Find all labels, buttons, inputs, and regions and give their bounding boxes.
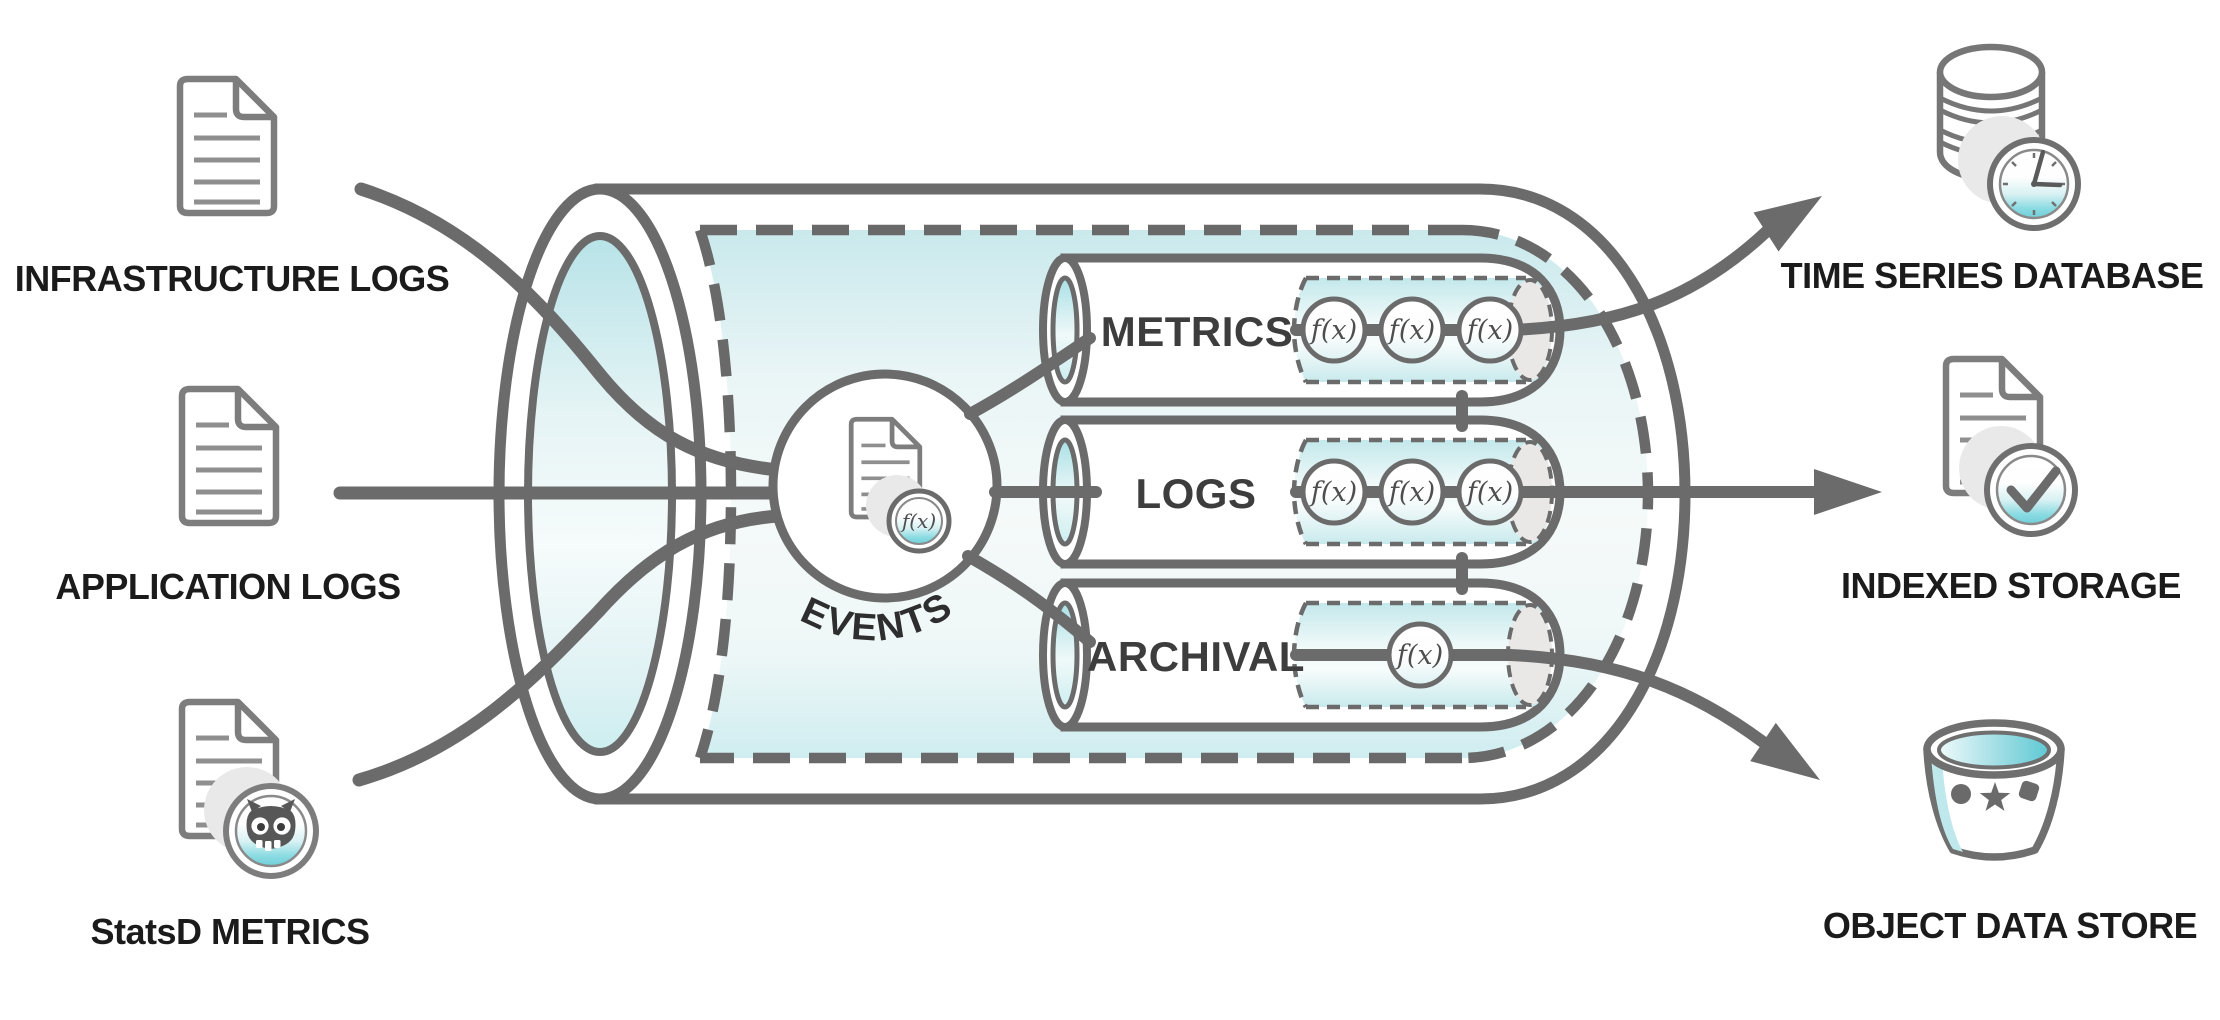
source-label-statsd-metrics: StatsD METRICS: [90, 911, 369, 952]
transform-circles: f(x) f(x) f(x) f(x) f(x) f(x) f(x): [1300, 296, 1524, 689]
fx-symbol: f(x): [1309, 477, 1357, 508]
archival-output-line: [1290, 649, 1769, 748]
source-application-logs: APPLICATION LOGS: [55, 389, 401, 607]
events-fx-symbol: f(x): [900, 509, 936, 533]
metrics-transform-2: f(x): [1378, 296, 1446, 364]
checkmark-icon: [1984, 443, 2078, 537]
logs-transform-1: f(x): [1300, 458, 1368, 526]
routing-lines: [962, 226, 1820, 748]
events-to-metrics-line: [964, 332, 1096, 420]
archival-transform-1: f(x): [1386, 621, 1454, 689]
fx-symbol: f(x): [1387, 315, 1435, 346]
metrics-pipe-label: METRICS: [1101, 308, 1294, 355]
statsd-owl-icon: [223, 783, 319, 879]
source-statsd-metrics: StatsD METRICS: [90, 702, 370, 952]
sink-time-series-database: TIME SERIES DATABASE: [1781, 43, 2204, 296]
fx-symbol: f(x): [1309, 315, 1357, 346]
logs-transform-3: f(x): [1456, 458, 1524, 526]
metrics-output-line: [1290, 226, 1772, 336]
stream-pipe-archival: ARCHIVAL: [1039, 578, 1565, 732]
source-infrastructure-logs: INFRASTRUCTURE LOGS: [15, 79, 450, 299]
sink-object-data-store: OBJECT DATA STORE: [1823, 719, 2198, 946]
logs-pipe-label: LOGS: [1135, 470, 1256, 517]
input-line-statsd: [352, 509, 785, 787]
input-lines: [333, 182, 792, 787]
sink-label-indexed-storage: INDEXED STORAGE: [1841, 565, 2181, 606]
events-fx-badge: f(x): [886, 488, 952, 554]
archival-pipe-label: ARCHIVAL: [1087, 633, 1305, 680]
events-node: f(x) EVENTS: [768, 369, 1002, 650]
logs-arrowhead-icon: [1814, 469, 1882, 515]
sink-indexed-storage: INDEXED STORAGE: [1841, 359, 2181, 606]
clock-icon: [1987, 137, 2081, 231]
fx-symbol: f(x): [1465, 477, 1513, 508]
archival-arrowhead-icon: [1750, 722, 1820, 780]
document-icon: [180, 79, 274, 213]
source-label-infrastructure-logs: INFRASTRUCTURE LOGS: [15, 258, 450, 299]
bucket-icon: [1923, 719, 2065, 861]
logs-transform-2: f(x): [1378, 458, 1446, 526]
events-to-archival-line: [962, 550, 1096, 648]
fx-symbol: f(x): [1387, 477, 1435, 508]
source-label-application-logs: APPLICATION LOGS: [55, 566, 400, 607]
sink-label-time-series-database: TIME SERIES DATABASE: [1781, 255, 2204, 296]
document-icon: [182, 389, 276, 523]
metrics-transform-1: f(x): [1300, 296, 1368, 364]
input-line-infrastructure: [354, 182, 785, 477]
metrics-transform-3: f(x): [1456, 296, 1524, 364]
sink-label-object-data-store: OBJECT DATA STORE: [1823, 905, 2197, 946]
fx-symbol: f(x): [1395, 640, 1443, 671]
metrics-arrowhead-icon: [1753, 196, 1822, 252]
fx-symbol: f(x): [1465, 315, 1513, 346]
